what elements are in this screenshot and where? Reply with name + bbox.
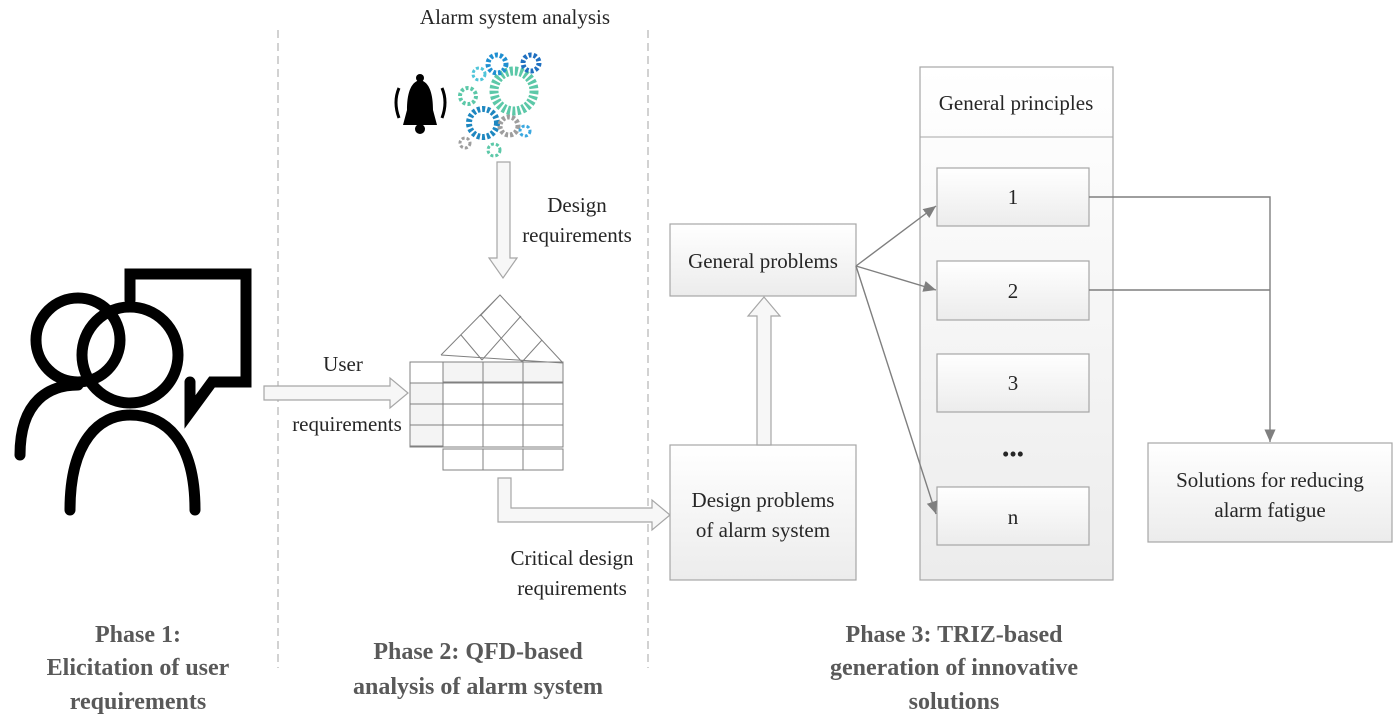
- phase3-label-2: generation of innovative: [830, 655, 1078, 681]
- principle-box-n: [936, 486, 1090, 546]
- solutions-label: Solutions for reducing: [1176, 468, 1364, 492]
- connector-lines: [855, 196, 1276, 515]
- design-requirements-arrow: [487, 161, 519, 280]
- alarm-analysis-title: Alarm system analysis: [420, 5, 610, 29]
- design-requirements-label-2: requirements: [522, 223, 632, 247]
- users-speech-icon: [14, 268, 252, 516]
- phase2-label: Phase 2: QFD-based: [373, 639, 583, 665]
- principle-label-2: 2: [1008, 279, 1019, 303]
- general-problems-label: General problems: [688, 249, 838, 273]
- principle-label-n: n: [1008, 505, 1019, 529]
- design-problems-label: Design problems: [692, 488, 835, 512]
- up-arrow: [746, 296, 782, 446]
- principle-box-1: [936, 167, 1090, 227]
- phase1-label: Phase 1:: [95, 622, 181, 648]
- solutions-label-2: alarm fatigue: [1214, 498, 1325, 522]
- critical-requirements-label-2: requirements: [517, 576, 627, 600]
- critical-requirements-label: Critical design: [510, 546, 634, 570]
- design-problems-box: [669, 444, 857, 581]
- ellipsis: •••: [1002, 442, 1024, 466]
- bell-icon: [394, 74, 447, 134]
- phase3-label-3: solutions: [909, 689, 1000, 715]
- principle-label-1: 1: [1008, 185, 1019, 209]
- principle-label-3: 3: [1008, 371, 1019, 395]
- principle-box-3: [936, 353, 1090, 413]
- phase1-label-3: requirements: [70, 689, 206, 715]
- solutions-box: [1147, 442, 1393, 543]
- phase2-label-2: analysis of alarm system: [353, 674, 603, 700]
- design-problems-label-2: of alarm system: [696, 518, 830, 542]
- gears-icon: [458, 52, 542, 158]
- general-problems-box: [669, 223, 857, 297]
- user-requirements-arrow: [263, 376, 409, 410]
- user-requirements-label: User: [323, 352, 363, 376]
- user-requirements-label-2: requirements: [292, 412, 402, 436]
- general-principles-header: General principles: [939, 91, 1094, 115]
- critical-requirements-arrow: [497, 477, 671, 532]
- phase1-label-2: Elicitation of user: [47, 655, 230, 681]
- phase3-label: Phase 3: TRIZ-based: [846, 622, 1064, 648]
- design-requirements-label: Design: [547, 193, 607, 217]
- house-of-quality-icon: [409, 294, 564, 471]
